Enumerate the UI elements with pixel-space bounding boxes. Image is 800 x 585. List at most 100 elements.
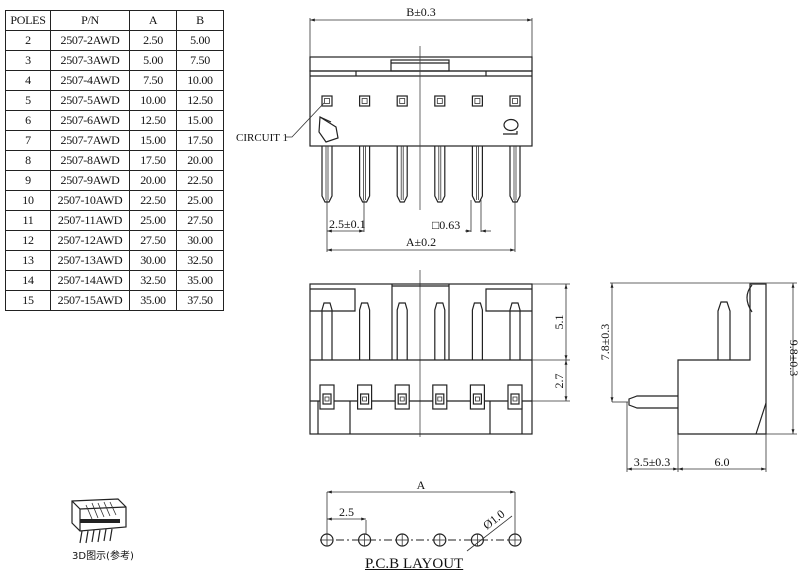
cell-pn: 2507-9AWD — [50, 170, 130, 191]
cell-b: 12.50 — [176, 90, 224, 111]
pin — [471, 146, 483, 203]
pin-hole-inner — [361, 98, 368, 104]
cell-pn: 2507-15AWD — [50, 290, 130, 311]
cell-pn: 2507-6AWD — [50, 110, 130, 131]
pin — [509, 146, 521, 203]
cell-a: 17.50 — [129, 150, 177, 171]
pcb-holes — [320, 533, 522, 547]
bottom-pin — [359, 302, 371, 360]
side-horizontal-pin — [628, 395, 678, 409]
pin-holes — [321, 95, 521, 107]
housing-front — [309, 70, 533, 147]
dim-9-8-label: 9.8±0.3 — [787, 340, 800, 377]
bottom-pin — [321, 302, 333, 360]
cell-pn: 2507-12AWD — [50, 230, 130, 251]
dim-6-0-label: 6.0 — [715, 455, 730, 469]
dim-5-1-label: 5.1 — [552, 315, 566, 330]
foot-left — [317, 401, 351, 434]
iso-slot — [80, 519, 120, 523]
hole-diameter-label: Ø1.0 — [480, 507, 507, 533]
cell-pn: 2507-8AWD — [50, 150, 130, 171]
terminal-inner — [322, 393, 332, 405]
pin — [434, 146, 446, 203]
bottom-pin — [434, 302, 446, 360]
bottom-pin — [471, 302, 483, 360]
cell-a: 12.50 — [129, 110, 177, 131]
cell-b: 32.50 — [176, 250, 224, 271]
corner-block-left — [310, 288, 356, 312]
side-chamfer — [755, 402, 767, 435]
a-dimension-label: A±0.2 — [406, 235, 436, 249]
pin-hole — [509, 95, 521, 107]
cell-b: 30.00 — [176, 230, 224, 251]
cell-a: 5.00 — [129, 50, 177, 71]
pin-hole-inner — [436, 98, 443, 104]
pcb-layout: A 2.5 Ø1.0 — [320, 478, 522, 552]
side-latch-curve — [746, 284, 753, 313]
terminal-core — [437, 396, 443, 402]
side-vertical-pin — [717, 301, 731, 360]
cell-pn: 2507-13AWD — [50, 250, 130, 271]
terminal-inner — [397, 393, 407, 405]
pin1-circle-icon — [503, 118, 519, 132]
cell-a: 25.00 — [129, 210, 177, 231]
terminal-core — [324, 396, 330, 402]
pin-hole-inner — [474, 98, 481, 104]
bottom-view: 5.1 2.7 — [309, 270, 570, 437]
iso-body — [71, 498, 127, 532]
terminal-core — [362, 396, 368, 402]
terminal-inner — [472, 393, 482, 405]
bottom-pin — [509, 302, 521, 360]
pin — [321, 146, 333, 203]
corner-block-right — [485, 288, 532, 312]
top-rail — [309, 56, 533, 72]
side-housing — [677, 283, 767, 435]
cell-pn: 2507-3AWD — [50, 50, 130, 71]
terminal-core — [474, 396, 480, 402]
circuit1-label: CIRCUIT 1 — [236, 132, 288, 144]
cell-b: 22.50 — [176, 170, 224, 191]
pitch-dimension-label: 2.5±0.1 — [329, 217, 366, 231]
pin-hole — [471, 95, 483, 107]
terminal-inner — [360, 393, 370, 405]
iso-pins-top — [85, 501, 117, 520]
cell-pn: 2507-10AWD — [50, 190, 130, 211]
pcb-a-label: A — [417, 478, 426, 492]
iso-pins-bottom — [79, 528, 113, 544]
cell-pn: 2507-7AWD — [50, 130, 130, 151]
housing-bottom — [309, 283, 533, 435]
pin-hole — [359, 95, 371, 107]
iso-view-icon — [71, 498, 127, 544]
hole-diameter-leader — [466, 515, 513, 552]
bottom-pin — [396, 302, 408, 360]
terminal-core — [399, 396, 405, 402]
pcb-pitch-label: 2.5 — [339, 505, 354, 519]
terminal-inner — [510, 393, 520, 405]
cell-b: 20.00 — [176, 150, 224, 171]
cell-pn: 2507-4AWD — [50, 70, 130, 91]
polarity-mark-stroke — [319, 116, 332, 123]
side-view: 7.8±0.3 9.8±0.3 3.5±0.3 6.0 — [598, 282, 800, 472]
pcb-layout-title: P.C.B LAYOUT — [365, 556, 464, 572]
pin-square-label: □0.63 — [432, 218, 460, 232]
polarity-mark-icon — [318, 115, 339, 143]
circuit1-leader — [286, 102, 325, 138]
cell-b: 17.50 — [176, 130, 224, 151]
iso-view-caption: 3D图示(参考) — [72, 551, 134, 562]
front-view: B±0.3 CIRCUIT 1 2.5±0.1 □0.63 — [236, 5, 533, 252]
pin-hole — [321, 95, 333, 107]
pin-hole-inner — [512, 98, 518, 104]
pin — [359, 146, 371, 203]
